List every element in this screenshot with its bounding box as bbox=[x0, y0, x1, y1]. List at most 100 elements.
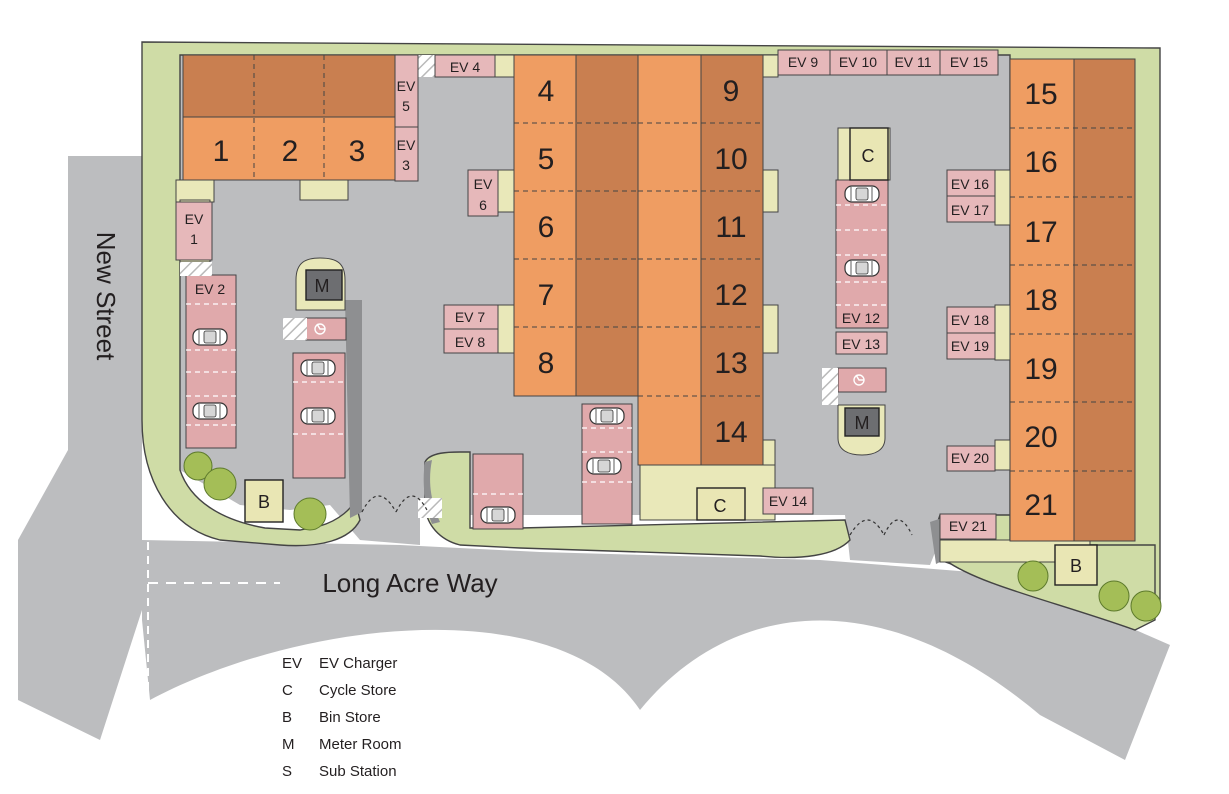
car-icon bbox=[480, 506, 516, 524]
meter-room-east bbox=[844, 407, 880, 437]
legend-row: C Cycle Store bbox=[282, 677, 402, 704]
facility-blocks bbox=[244, 127, 1098, 586]
plot-label: 3 bbox=[349, 135, 366, 168]
tree-icon bbox=[183, 451, 213, 481]
ev-label: EV 16 bbox=[951, 176, 989, 192]
cycle-store-south bbox=[696, 487, 746, 521]
legend-code: C bbox=[282, 682, 293, 699]
plot-label: 20 bbox=[1024, 421, 1057, 454]
long-acre-way-road bbox=[142, 540, 1170, 760]
bin-store-label: B bbox=[258, 492, 270, 512]
tree-icon bbox=[1130, 590, 1162, 622]
car-icon bbox=[300, 407, 336, 425]
car-icon bbox=[586, 457, 622, 475]
long-acre-way-label: Long Acre Way bbox=[322, 568, 497, 598]
new-street-road bbox=[18, 156, 142, 740]
ev-label: EV bbox=[397, 78, 416, 94]
bin-store-east bbox=[1054, 544, 1098, 586]
kerb-west bbox=[345, 300, 362, 518]
ev-label: EV 11 bbox=[894, 54, 931, 70]
ev-label: EV bbox=[474, 176, 493, 192]
plot-label: 7 bbox=[538, 279, 555, 312]
legend-label: Meter Room bbox=[319, 736, 402, 753]
plot-label: 18 bbox=[1024, 284, 1057, 317]
plot-label: 4 bbox=[538, 75, 555, 108]
legend-row: EV EV Charger bbox=[282, 650, 402, 677]
legend-code: M bbox=[282, 736, 295, 753]
car-icon bbox=[589, 407, 625, 425]
map-legend: EV EV Charger C Cycle Store B Bin Store … bbox=[282, 650, 402, 785]
plot-label: 5 bbox=[538, 143, 555, 176]
gates bbox=[361, 495, 913, 536]
ev-label: EV 2 bbox=[195, 281, 226, 297]
ev-label: EV 17 bbox=[951, 202, 989, 218]
new-street-label: New Street bbox=[91, 232, 121, 361]
plot-label: 10 bbox=[714, 143, 747, 176]
facility-labels: C C B B M M bbox=[258, 146, 1082, 576]
cycle-store-north bbox=[849, 127, 889, 181]
bin-store-label: B bbox=[1070, 556, 1082, 576]
ev-label: EV 8 bbox=[455, 334, 486, 350]
legend-row: B Bin Store bbox=[282, 704, 402, 731]
meter-room-label: M bbox=[855, 413, 870, 433]
plot-label: 9 bbox=[723, 75, 740, 108]
verge-centre bbox=[424, 451, 851, 559]
ev-label: EV 4 bbox=[450, 59, 481, 75]
legend-code: EV bbox=[282, 655, 303, 672]
legend-row: M Meter Room bbox=[282, 731, 402, 758]
legend-label: Cycle Store bbox=[319, 682, 397, 699]
ev-label: EV 10 bbox=[839, 54, 877, 70]
tree-icon bbox=[203, 467, 237, 501]
plot-labels: 1 2 3 4 5 6 7 8 9 10 11 12 13 14 15 16 1… bbox=[213, 75, 1058, 522]
car-icon bbox=[192, 402, 228, 420]
meter-room-label: M bbox=[315, 276, 330, 296]
ev-label: 6 bbox=[479, 197, 487, 213]
car-icon bbox=[844, 185, 880, 203]
plot-label: 8 bbox=[538, 347, 555, 380]
plot-label: 12 bbox=[714, 279, 747, 312]
car-icon bbox=[192, 328, 228, 346]
ev-charger-bays bbox=[175, 49, 999, 540]
ev-label: 5 bbox=[402, 98, 410, 114]
ev-label: EV bbox=[397, 137, 416, 153]
ev-label: EV 15 bbox=[950, 54, 988, 70]
plot-label: 1 bbox=[213, 135, 230, 168]
ev-label: EV 7 bbox=[455, 309, 486, 325]
cycle-store-label: C bbox=[714, 496, 727, 516]
trees bbox=[183, 451, 1162, 622]
ev-label: EV 20 bbox=[951, 450, 989, 466]
meter-room-west bbox=[305, 269, 343, 301]
plot-label: 2 bbox=[282, 135, 299, 168]
legend-row: S Sub Station bbox=[282, 758, 402, 785]
plot-label: 11 bbox=[715, 211, 746, 244]
ev-labels: EV 1 EV 2 EV 5 EV 3 EV 4 EV 6 EV 7 EV 8 … bbox=[185, 54, 990, 534]
plot-label: 14 bbox=[714, 416, 747, 449]
tree-icon bbox=[1017, 560, 1049, 592]
legend-label: Bin Store bbox=[319, 709, 381, 726]
ev-label: EV 12 bbox=[842, 310, 880, 326]
legend-code: B bbox=[282, 709, 293, 726]
legend-label: Sub Station bbox=[319, 763, 397, 780]
plot-label: 16 bbox=[1024, 146, 1057, 179]
ev-label: 1 bbox=[190, 231, 198, 247]
ev-label: EV 18 bbox=[951, 312, 989, 328]
ev-label: 3 bbox=[402, 157, 410, 173]
plot-buildings bbox=[182, 54, 1136, 542]
plot-label: 15 bbox=[1024, 78, 1057, 111]
legend-label: EV Charger bbox=[319, 655, 398, 672]
cycle-store-label: C bbox=[862, 146, 875, 166]
plot-label: 13 bbox=[714, 347, 747, 380]
tree-icon bbox=[1098, 580, 1130, 612]
plot-label: 19 bbox=[1024, 353, 1057, 386]
ev-label: EV 19 bbox=[951, 338, 989, 354]
ev-label: EV bbox=[185, 211, 204, 227]
ev-label: EV 9 bbox=[788, 54, 819, 70]
legend-code: S bbox=[282, 763, 293, 780]
plot-label: 6 bbox=[538, 211, 555, 244]
ev-label: EV 13 bbox=[842, 336, 880, 352]
car-icon bbox=[844, 259, 880, 277]
plot-label: 17 bbox=[1024, 216, 1057, 249]
bin-store-west bbox=[244, 479, 284, 523]
ev-label: EV 21 bbox=[949, 518, 987, 534]
